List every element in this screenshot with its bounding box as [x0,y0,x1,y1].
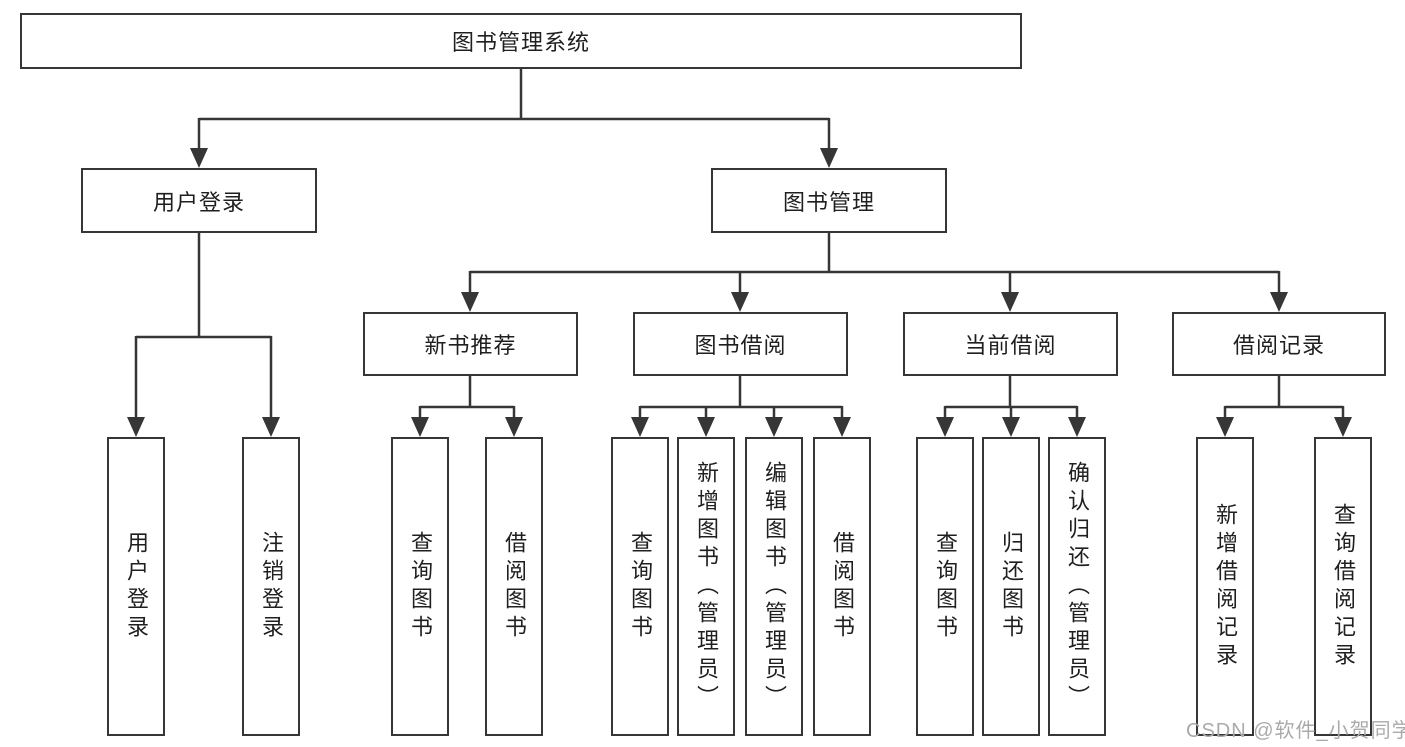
node-label: 图书借阅 [694,333,787,358]
node-book-borrow: 图书借阅 [633,312,848,376]
node-label: 图书管理系统 [451,30,590,55]
node-label: 借阅图书 [830,530,855,643]
node-label: 借阅记录 [1232,333,1325,358]
leaf-logout: 注销登录 [242,437,300,736]
node-current-borrow: 当前借阅 [903,312,1118,376]
node-label: 查询图书 [628,530,653,643]
node-label: 新增图书（管理员） [694,460,719,713]
leaf-borrow-books-1: 借阅图书 [485,437,543,736]
node-label: 当前借阅 [964,333,1057,358]
node-label: 新书推荐 [424,333,517,358]
node-root-system: 图书管理系统 [20,13,1022,69]
node-label: 查询借阅记录 [1331,502,1356,671]
leaf-query-books-2: 查询图书 [611,437,669,736]
node-label: 归还图书 [999,530,1024,643]
leaf-query-books-3: 查询图书 [916,437,974,736]
node-label: 查询图书 [408,530,433,643]
node-label: 注销登录 [259,530,284,643]
node-label: 用户登录 [152,189,245,215]
leaf-query-borrow-record: 查询借阅记录 [1314,437,1372,736]
node-user-login-branch: 用户登录 [81,168,317,233]
leaf-return-book: 归还图书 [982,437,1040,736]
leaf-query-books-1: 查询图书 [391,437,449,736]
leaf-confirm-return-admin: 确认归还（管理员） [1048,437,1106,736]
node-label: 新增借阅记录 [1213,502,1238,671]
node-label: 查询图书 [933,530,958,643]
leaf-edit-book-admin: 编辑图书（管理员） [745,437,803,736]
node-label: 借阅图书 [502,530,527,643]
csdn-watermark: CSDN @软件_小贺同学 [1186,720,1405,742]
node-new-book-recommend: 新书推荐 [363,312,578,376]
node-borrow-records: 借阅记录 [1172,312,1386,376]
node-label: 编辑图书（管理员） [762,460,787,713]
leaf-user-login: 用户登录 [107,437,165,736]
leaf-borrow-books-2: 借阅图书 [813,437,871,736]
node-label: 用户登录 [124,530,149,643]
leaf-add-borrow-record: 新增借阅记录 [1196,437,1254,736]
node-label: 确认归还（管理员） [1065,460,1090,713]
node-book-management-branch: 图书管理 [711,168,947,233]
node-label: 图书管理 [782,189,875,215]
leaf-add-book-admin: 新增图书（管理员） [677,437,735,736]
